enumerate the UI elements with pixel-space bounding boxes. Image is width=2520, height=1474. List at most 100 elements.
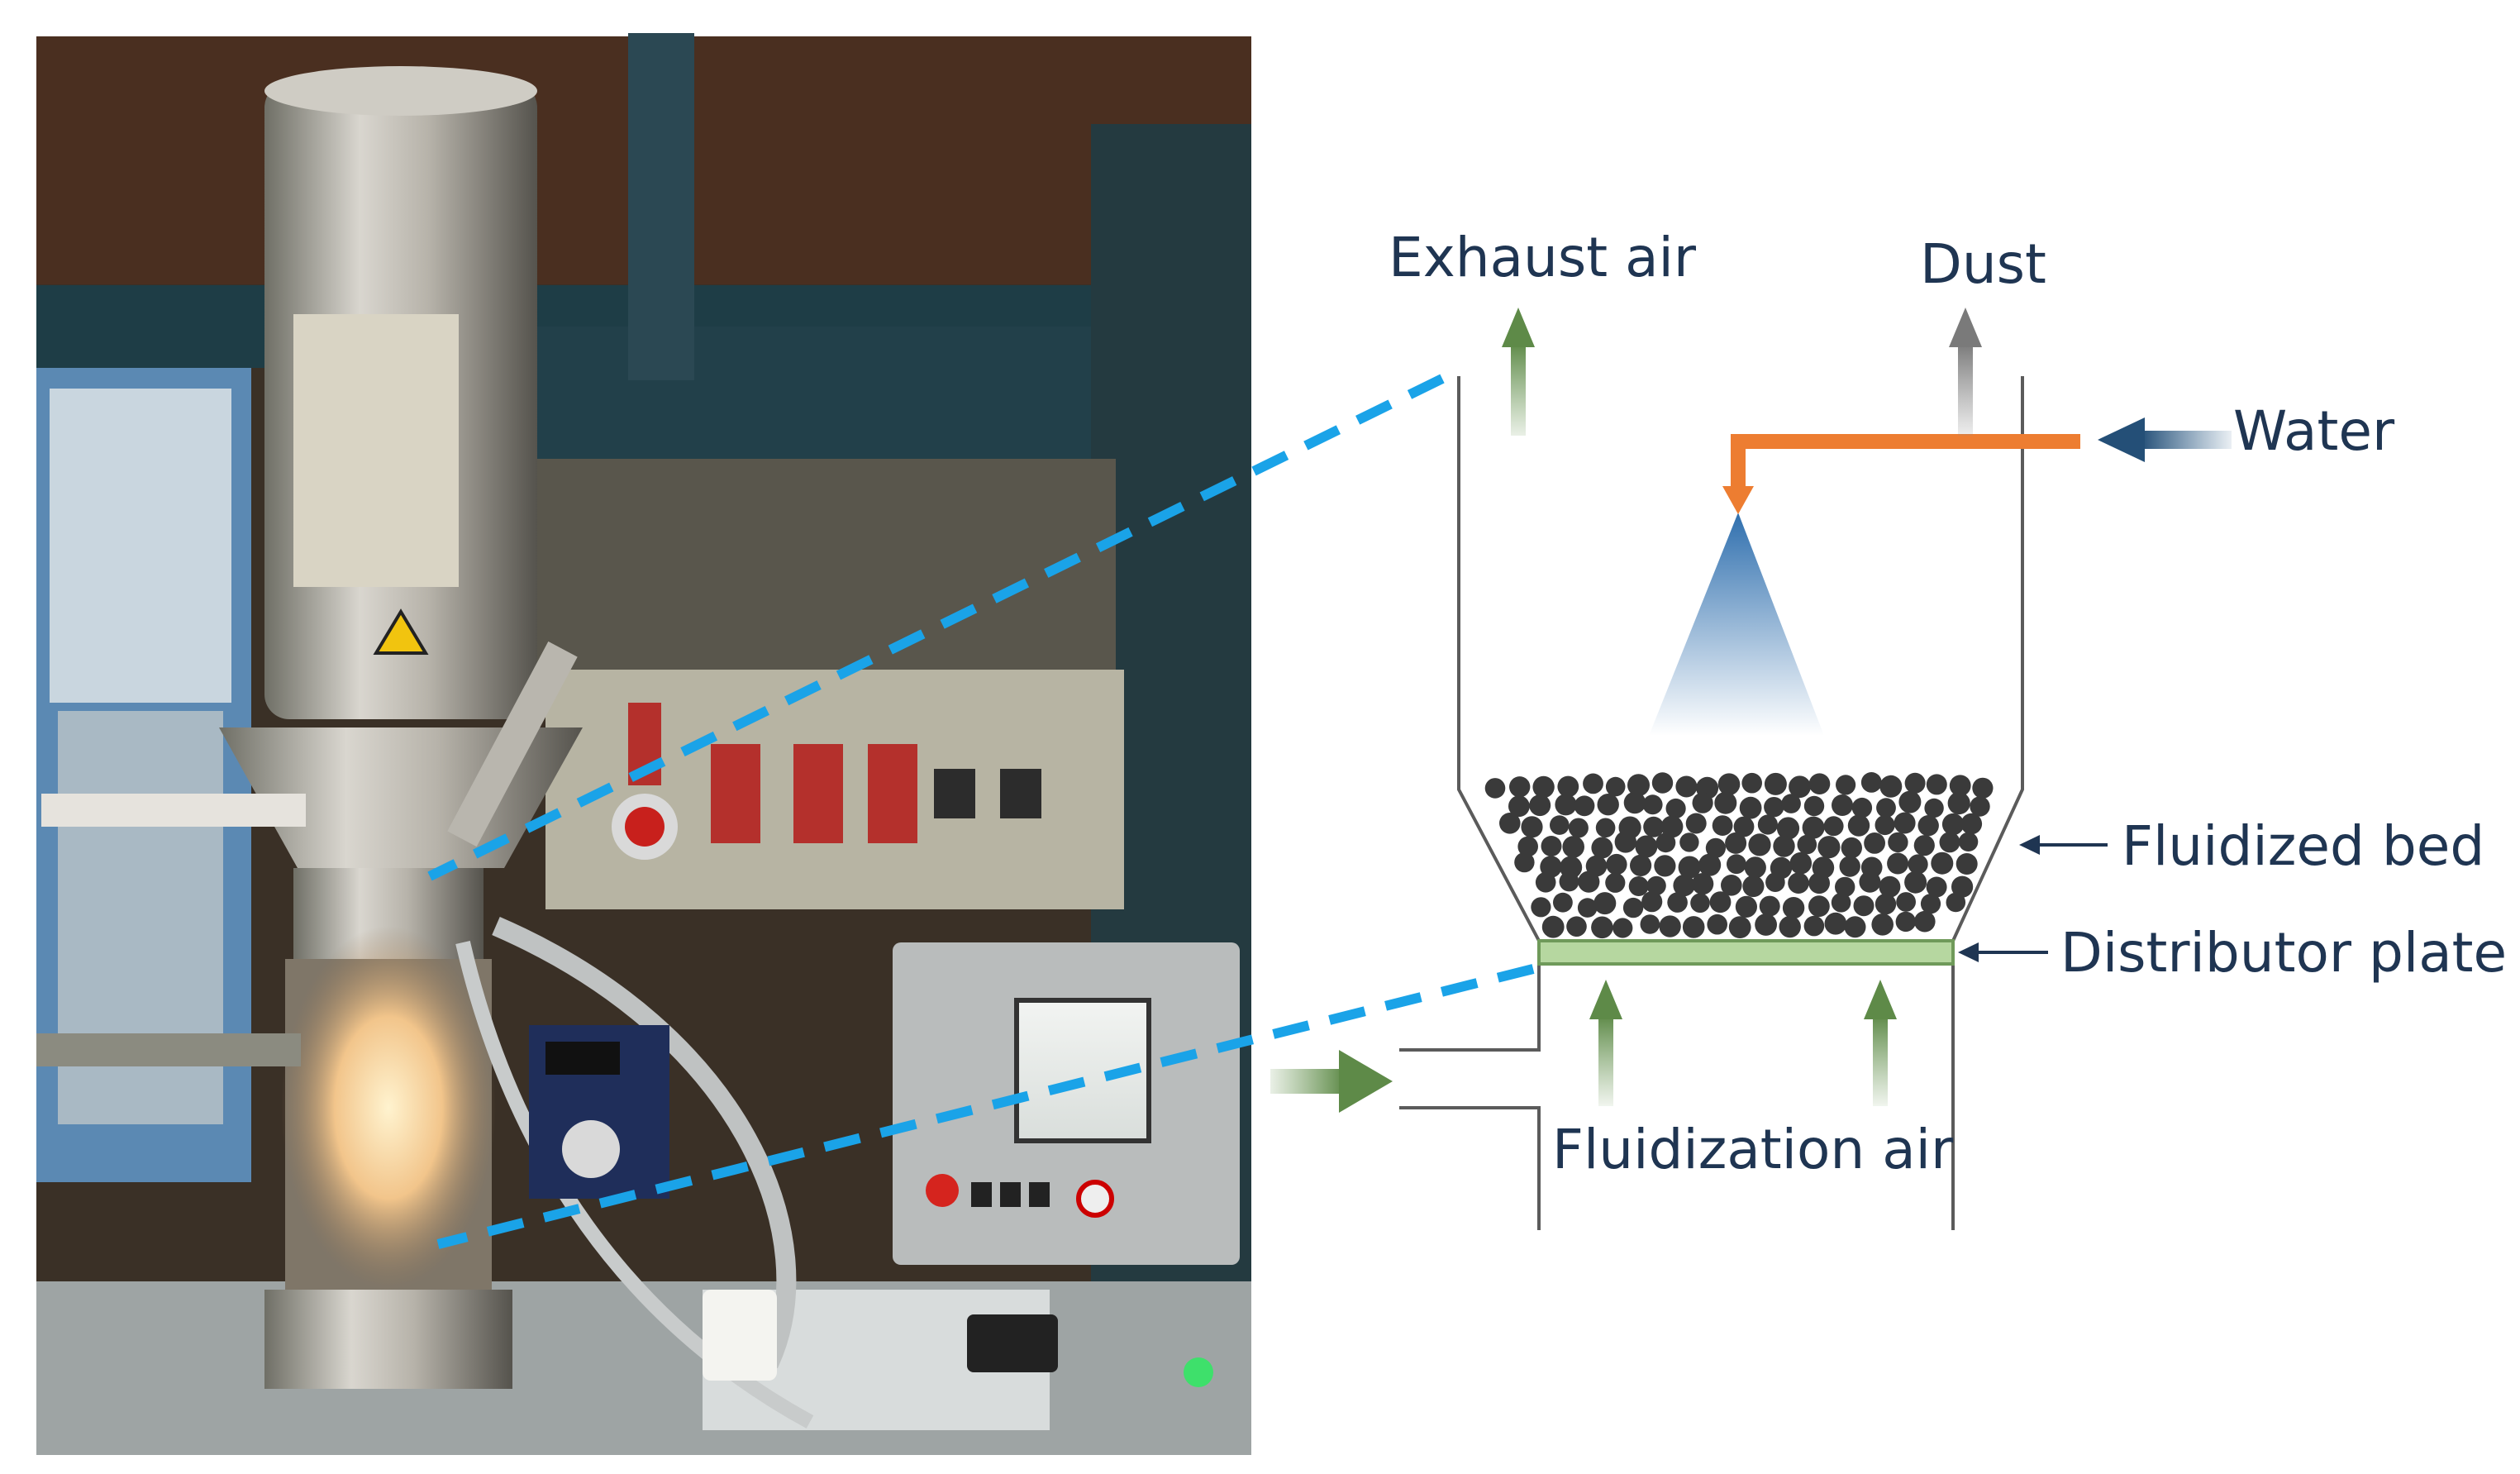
particle [1733,816,1755,837]
particle [1635,835,1658,858]
particle [1741,772,1762,794]
particle [1904,772,1926,794]
particle [1853,895,1875,917]
particle [1917,815,1939,837]
particle [1904,871,1927,894]
particle [1875,814,1895,836]
callout-line-lower [436,964,1535,1249]
particle [1926,876,1947,898]
particle [1529,794,1551,817]
particle [1673,874,1695,897]
particle [1876,798,1896,818]
exhaust-air-label: Exhaust air [1389,226,1697,289]
fluidized-particles-icon [1484,772,1994,939]
spray-nozzle-cone-icon [1649,513,1824,736]
particle [1871,913,1894,936]
particle [1705,837,1726,858]
fluidization-air-label: Fluidization air [1552,1118,1954,1181]
particle [1924,798,1944,818]
particle [1972,777,1994,799]
particle [1559,871,1579,892]
particle [1591,837,1613,859]
particle [1562,836,1584,858]
particle [1514,851,1535,873]
particle [1789,775,1811,799]
particle [1532,775,1555,799]
particle [1665,798,1686,819]
particle [1605,776,1626,797]
particle [1888,832,1908,853]
particle [1593,892,1617,915]
particle [1712,815,1733,836]
particle [1739,796,1762,819]
particle [1839,856,1860,877]
particle [1939,832,1960,853]
particle [1744,856,1766,879]
particle [1847,814,1870,837]
particle [1651,772,1674,794]
fluidization-air-inlet-arrow [1270,1050,1393,1113]
particle [1817,836,1841,859]
particle [1836,775,1856,795]
particle [1595,818,1616,838]
fluid-bed-schematic: Exhaust air Dust Water Fluidized bed Dis… [1270,226,2507,1230]
particle [1566,916,1587,937]
distributor-plate-label: Distributor plate [2060,921,2507,985]
particle [1895,911,1916,933]
particle [1879,875,1901,898]
particle [1541,915,1565,938]
particle [1659,915,1681,937]
particle [1960,813,1983,835]
water-pipe [1731,434,2080,489]
particle [1946,892,1966,913]
particle [1725,832,1747,854]
particle [1951,875,1974,898]
particle [1788,872,1809,894]
dust-label: Dust [1920,232,2046,296]
particle [1622,897,1644,918]
particle [1509,776,1531,798]
particle [1898,790,1922,813]
particle [1832,794,1853,816]
particle [1859,871,1881,893]
particle [1577,898,1598,918]
particle [1896,892,1917,912]
particle [1851,797,1873,818]
particle [1591,916,1613,939]
particle [1764,797,1784,818]
particle [1757,814,1778,835]
particle [1535,872,1556,893]
particle [1802,816,1825,839]
particle [1641,891,1663,913]
particle [1557,775,1579,798]
particle [1508,795,1530,818]
particle [1803,915,1825,937]
particle [1894,812,1916,834]
particle [1709,891,1732,913]
particle [1555,794,1577,816]
particle [1864,832,1886,854]
particle [1643,816,1665,837]
distributor-plate [1537,939,1955,966]
particle [1844,916,1866,938]
fluid-bed-granulator-photo [36,33,1251,1455]
particle [1860,772,1882,793]
particle [1735,895,1757,918]
particle [1773,835,1795,857]
particle [1779,915,1801,938]
particle [1628,876,1649,896]
particle [1707,913,1727,935]
particle [1521,816,1543,838]
particle [1574,795,1595,817]
particle [1913,835,1935,856]
water-pipe-nozzle [1722,486,1754,514]
particle [1841,837,1862,859]
particle [1642,794,1663,815]
particle [1692,873,1714,895]
particle [1660,815,1684,838]
particle [1727,854,1746,875]
particle [1941,813,1965,836]
particle [1831,893,1851,913]
particle [1613,918,1633,938]
